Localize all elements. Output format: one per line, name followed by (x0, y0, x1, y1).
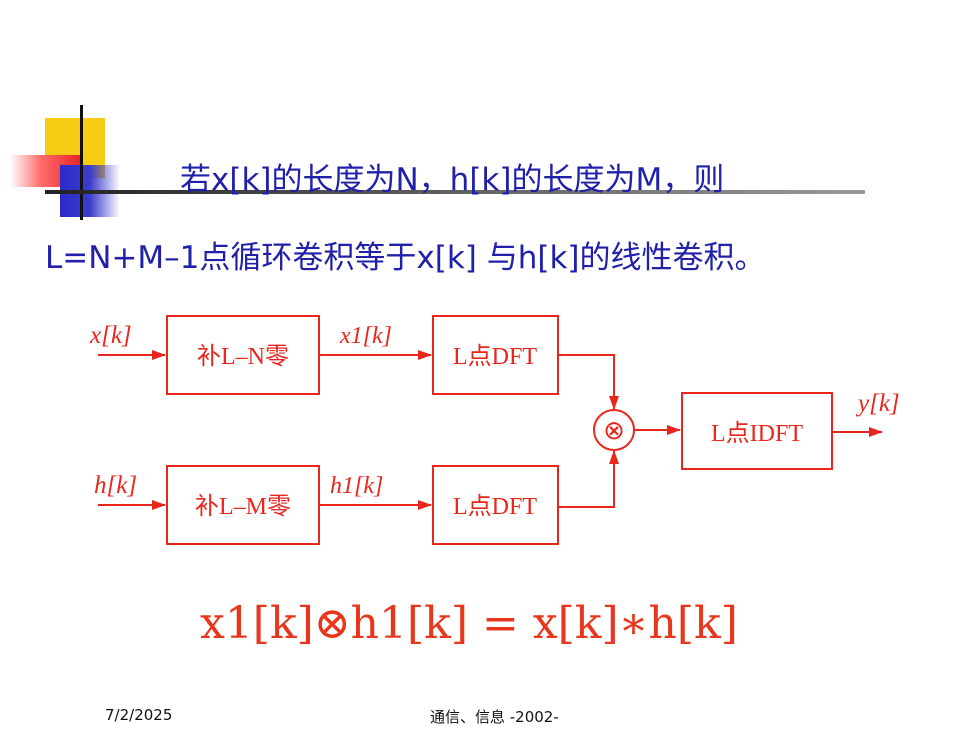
pad-bottom-label: 补L–M零 (195, 493, 291, 520)
multiplier-symbol: ⊗ (603, 416, 625, 446)
convolution-formula: x1[k]⊗h1[k] = x[k]∗h[k] (200, 598, 738, 649)
decor-vertical-line (80, 105, 83, 220)
dft-bottom-label: L点DFT (453, 493, 537, 520)
dft-top-box (432, 315, 559, 395)
label-output: y[k] (855, 390, 900, 417)
title-line-1: 若x[k]的长度为N，h[k]的长度为M，则 (180, 162, 725, 198)
dft-top-label: L点DFT (453, 343, 537, 370)
pad-top-label: 补L–N零 (197, 343, 289, 370)
label-input-bottom: h[k] (94, 472, 137, 499)
pad-top-box (166, 315, 320, 395)
title-underline (45, 190, 865, 194)
label-input-top: x[k] (89, 322, 132, 349)
idft-box (681, 392, 833, 470)
arrow-dft-top-to-mult (558, 354, 619, 410)
block-diagram: x[k] h[k] 补L–N零 补L–M零 x1[k] h1[k] L点DFT … (89, 315, 900, 545)
footer-center-text: 通信、信息 -2002- (430, 708, 559, 726)
footer-date: 7/2/2025 (105, 706, 173, 724)
title-line-2: L=N+M–1点循环卷积等于x[k] 与h[k]的线性卷积。 (45, 240, 766, 276)
label-mid-top: x1[k] (339, 323, 392, 349)
arrow-dft-bottom-to-mult (558, 450, 619, 508)
dft-bottom-box (432, 465, 559, 545)
multiplier-circle (593, 409, 635, 451)
pad-bottom-box (166, 465, 320, 545)
label-mid-bottom: h1[k] (330, 473, 383, 499)
idft-label: L点IDFT (711, 420, 803, 447)
